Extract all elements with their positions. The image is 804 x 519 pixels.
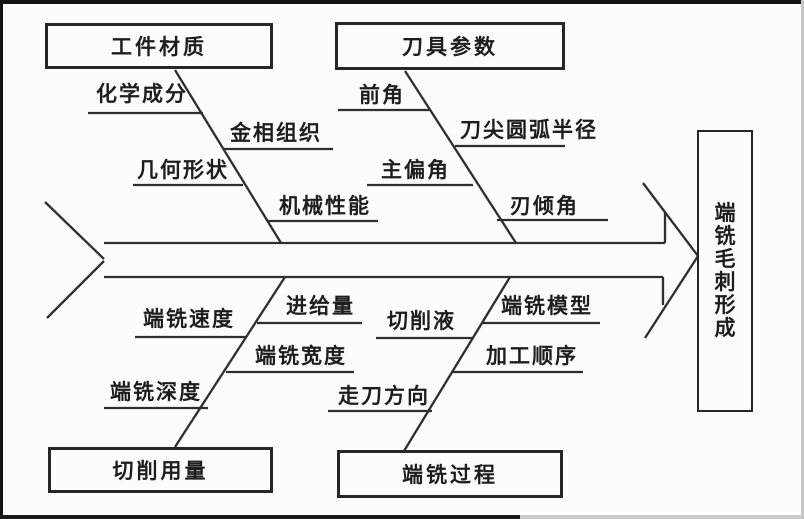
arrowhead-upper-edge — [642, 182, 699, 257]
cause-label-lead-angle: 主偏角 — [381, 158, 450, 182]
spine-tail — [44, 201, 105, 319]
spine-arrowhead — [642, 182, 699, 339]
arrowhead-lower-edge — [644, 255, 699, 339]
bone-cutting-parameters — [174, 276, 286, 448]
cause-label-cutting-fluid: 切削液 — [387, 309, 456, 333]
cause-label-feed-direction: 走刀方向 — [338, 384, 430, 408]
effect-box: 端铣毛刺形成 — [697, 130, 753, 412]
bone-tool-parameters — [404, 70, 517, 244]
underlines-workpiece-material — [88, 111, 378, 223]
category-box-milling-process: 端铣过程 — [337, 450, 563, 498]
cause-label-inclination-angle: 刃倾角 — [510, 194, 579, 218]
spine-shaft — [104, 241, 665, 279]
cause-label-milling-model: 端铣模型 — [501, 294, 593, 318]
cause-label-milling-width: 端铣宽度 — [255, 344, 347, 368]
cause-label-feed-rate: 进给量 — [286, 294, 355, 318]
cause-label-geometric-shape: 几何形状 — [137, 158, 229, 182]
tail-upper-line — [44, 201, 105, 260]
cause-label-chemical-composition: 化学成分 — [96, 82, 188, 106]
frame-right — [801, 0, 804, 519]
effect-label: 端铣毛刺形成 — [714, 201, 736, 340]
category-title-tool-parameters: 刀具参数 — [402, 35, 498, 59]
cause-label-nose-radius: 刀尖圆弧半径 — [460, 118, 598, 142]
underlines-milling-process — [328, 321, 600, 413]
frame-bottom-light — [520, 515, 804, 519]
cause-label-mechanical-properties: 机械性能 — [279, 194, 371, 218]
bone-milling-process — [403, 276, 511, 452]
cause-label-metallographic-structure: 金相组织 — [230, 121, 322, 145]
tail-lower-line — [46, 260, 105, 319]
category-box-tool-parameters: 刀具参数 — [335, 22, 565, 70]
frame-left — [0, 0, 3, 519]
frame-top — [0, 0, 804, 4]
category-title-cutting-parameters: 切削用量 — [112, 459, 209, 483]
cause-label-milling-speed: 端铣速度 — [143, 307, 235, 331]
cause-label-rake-angle: 前角 — [359, 83, 405, 107]
underlines-cutting-parameters — [104, 321, 362, 410]
cause-label-machining-sequence: 加工顺序 — [486, 344, 578, 368]
category-box-workpiece-material: 工件材质 — [45, 23, 273, 69]
frame-bottom-dark — [0, 515, 520, 519]
category-box-cutting-parameters: 切削用量 — [48, 447, 273, 493]
category-title-milling-process: 端铣过程 — [402, 463, 498, 487]
cause-label-milling-depth: 端铣深度 — [110, 380, 202, 404]
underlines-tool-parameters — [338, 108, 608, 222]
bone-workpiece-material — [174, 69, 282, 244]
main-bones — [174, 69, 517, 452]
category-title-workpiece-material: 工件材质 — [111, 35, 207, 59]
